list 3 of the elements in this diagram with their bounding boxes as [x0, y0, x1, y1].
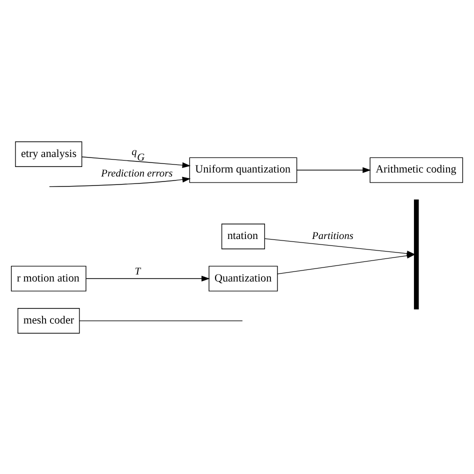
edge-label: Partitions: [312, 230, 354, 242]
edge-label: T: [134, 266, 140, 277]
edge-label: Prediction errors: [101, 168, 173, 179]
